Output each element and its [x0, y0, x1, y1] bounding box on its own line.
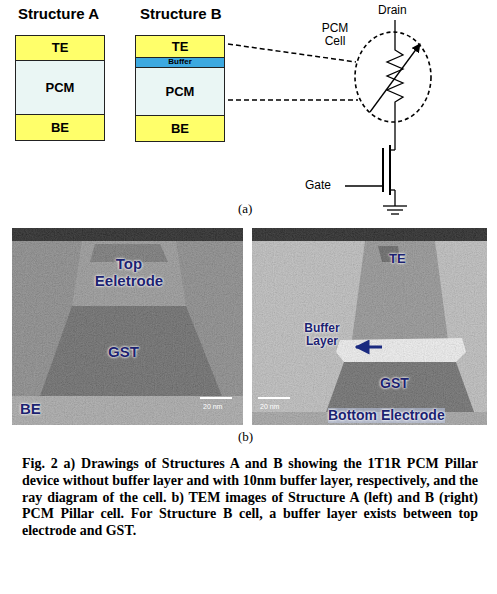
- panel-label: (b): [238, 430, 253, 444]
- scale-label: 20 nm: [260, 403, 279, 411]
- layer-box: BE: [135, 115, 225, 142]
- layer-name: TE: [172, 40, 189, 54]
- structure-label: Structure B: [140, 6, 222, 23]
- layer-name: BE: [171, 122, 189, 136]
- tem-label: BE: [20, 401, 41, 418]
- tem-image-b: [252, 228, 487, 425]
- tem-label: Top Eeletrode: [84, 256, 174, 289]
- tem-label: GST: [108, 344, 139, 361]
- layer-name: PCM: [46, 81, 75, 95]
- layer-box: TE: [15, 35, 105, 61]
- tem-label: GST: [380, 376, 409, 391]
- layer-name: PCM: [166, 85, 195, 99]
- circuit-schematic: [228, 20, 431, 214]
- cell-label: PCM Cell: [318, 22, 352, 48]
- tem-image-a: [12, 228, 243, 425]
- panel-label: (a): [238, 202, 252, 216]
- layer-name: Buffer: [168, 58, 192, 66]
- layer-box: BE: [15, 114, 105, 141]
- tem-label: Bottom Electrode: [328, 408, 445, 423]
- scale-label: 20 nm: [203, 403, 222, 411]
- layer-box: PCM: [135, 67, 225, 116]
- terminal-label: Gate: [305, 179, 331, 192]
- layer-name: BE: [51, 121, 69, 135]
- figure-caption: Fig. 2 a) Drawings of Structures A and B…: [22, 456, 478, 540]
- structure-label: Structure A: [18, 6, 99, 23]
- layer-box: TE: [135, 35, 225, 58]
- layer-box: PCM: [15, 60, 105, 115]
- tem-label: TE: [389, 252, 406, 266]
- layer-name: TE: [52, 41, 69, 55]
- terminal-label: Drain: [378, 4, 407, 17]
- tem-label: Buffer Layer: [294, 322, 350, 348]
